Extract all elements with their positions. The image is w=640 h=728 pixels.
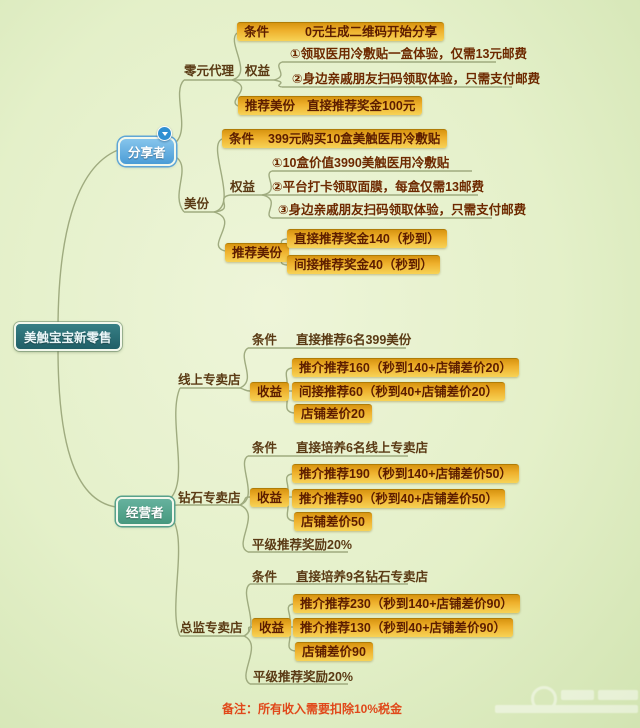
- condition-label: 条件: [244, 25, 270, 39]
- online-store-topic[interactable]: 线上专卖店: [178, 373, 241, 387]
- diamond-income-item-bar[interactable]: 店铺差价50: [294, 512, 372, 531]
- diamond-income-topic[interactable]: 收益: [250, 488, 290, 507]
- meifen-recommend-item-bar[interactable]: 直接推荐奖金140（秒到）: [287, 229, 447, 248]
- watermark: [495, 683, 640, 715]
- online-income-item-bar[interactable]: 店铺差价20: [294, 404, 372, 423]
- diamond-condition-label[interactable]: 条件: [252, 441, 278, 455]
- director-income-topic[interactable]: 收益: [252, 618, 292, 637]
- sharer-topic[interactable]: 分享者: [118, 137, 176, 166]
- root-topic[interactable]: 美触宝宝新零售: [14, 322, 122, 351]
- zero-agent-topic[interactable]: 零元代理: [184, 64, 235, 78]
- recommend-value: 直接推荐奖金100元: [307, 99, 416, 113]
- footer-note: 备注：所有收入需要扣除10%税金: [222, 702, 403, 716]
- director-peer-bonus[interactable]: 平级推荐奖励20%: [253, 670, 354, 684]
- meifen-rights-topic[interactable]: 权益: [230, 180, 256, 194]
- meifen-recommend-topic[interactable]: 推荐美份: [225, 243, 290, 262]
- meifen-topic[interactable]: 美份: [184, 197, 210, 211]
- online-income-topic[interactable]: 收益: [250, 382, 290, 401]
- director-income-item-bar[interactable]: 店铺差价90: [295, 642, 373, 661]
- sharer-topic-label: 分享者: [128, 146, 166, 160]
- zero-agent-recommend-bar[interactable]: 推荐美份直接推荐奖金100元: [238, 96, 423, 115]
- diamond-income-item-bar[interactable]: 推介推荐90（秒到40+店铺差价50）: [292, 489, 506, 508]
- condition-value: 0元生成二维码开始分享: [305, 25, 437, 39]
- director-income-item-bar[interactable]: 推介推荐230（秒到140+店铺差价90）: [293, 594, 520, 613]
- diamond-condition-value[interactable]: 直接培养6名线上专卖店: [296, 441, 428, 455]
- watermark-logo-icon: [531, 686, 557, 712]
- director-condition-label[interactable]: 条件: [252, 570, 278, 584]
- director-store-topic[interactable]: 总监专卖店: [180, 621, 243, 635]
- zero-agent-condition-bar[interactable]: 条件 0元生成二维码开始分享: [237, 22, 444, 41]
- meifen-right-item[interactable]: ②平台打卡领取面膜，每盒仅需13邮费: [272, 180, 484, 194]
- diamond-store-topic[interactable]: 钻石专卖店: [178, 491, 241, 505]
- condition-label: 条件: [229, 132, 255, 146]
- root-topic-label: 美触宝宝新零售: [24, 331, 112, 345]
- recommend-label: 推荐美份: [245, 99, 296, 113]
- director-income-item-bar[interactable]: 推介推荐130（秒到40+店铺差价90）: [293, 618, 513, 637]
- collapse-badge-icon[interactable]: [157, 126, 172, 141]
- meifen-recommend-item-bar[interactable]: 间接推荐奖金40（秒到）: [287, 255, 440, 274]
- zero-agent-right-item[interactable]: ②身边亲戚朋友扫码领取体验，只需支付邮费: [292, 72, 541, 86]
- meifen-right-item[interactable]: ①10盒价值3990美触医用冷敷贴: [272, 156, 450, 170]
- zero-agent-right-item[interactable]: ①领取医用冷敷贴一盒体验，仅需13元邮费: [290, 47, 527, 61]
- meifen-right-item[interactable]: ③身边亲戚朋友扫码领取体验，只需支付邮费: [278, 203, 527, 217]
- online-condition-label[interactable]: 条件: [252, 333, 278, 347]
- diamond-income-item-bar[interactable]: 推介推荐190（秒到140+店铺差价50）: [292, 464, 519, 483]
- operator-topic-label: 经营者: [126, 506, 164, 520]
- zero-agent-rights-topic[interactable]: 权益: [245, 64, 271, 78]
- online-condition-value[interactable]: 直接推荐6名399美份: [296, 333, 412, 347]
- online-income-item-bar[interactable]: 间接推荐60（秒到40+店铺差价20）: [292, 382, 506, 401]
- meifen-condition-bar[interactable]: 条件 399元购买10盒美触医用冷敷贴: [222, 129, 448, 148]
- director-condition-value[interactable]: 直接培养9名钻石专卖店: [296, 570, 428, 584]
- condition-value: 399元购买10盒美触医用冷敷贴: [268, 132, 441, 146]
- diamond-peer-bonus[interactable]: 平级推荐奖励20%: [252, 538, 353, 552]
- operator-topic[interactable]: 经营者: [116, 497, 174, 526]
- online-income-item-bar[interactable]: 推介推荐160（秒到140+店铺差价20）: [292, 358, 519, 377]
